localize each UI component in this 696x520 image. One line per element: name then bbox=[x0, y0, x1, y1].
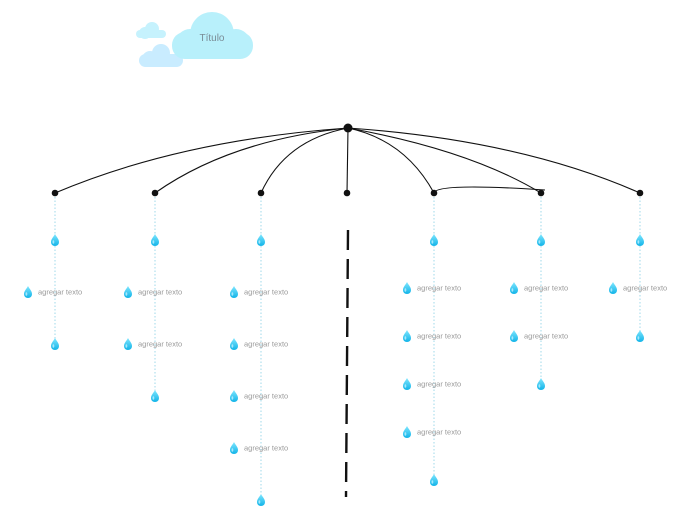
water-drop-icon bbox=[151, 390, 159, 402]
water-drop-icon bbox=[24, 286, 32, 298]
item-label[interactable]: agregar texto bbox=[417, 428, 461, 437]
canopy-rib-6 bbox=[347, 127, 542, 194]
water-drop-icon bbox=[510, 282, 518, 294]
item-label[interactable]: agregar texto bbox=[244, 340, 288, 349]
canopy-rib-2 bbox=[154, 127, 349, 194]
water-drop-icon bbox=[257, 234, 265, 246]
item-label[interactable]: agregar texto bbox=[244, 288, 288, 297]
branch-2: agregar texto agregar texto bbox=[124, 197, 182, 402]
water-drop-icon bbox=[230, 338, 238, 350]
canopy-rib-4 bbox=[346, 127, 349, 194]
item-label[interactable]: agregar texto bbox=[417, 380, 461, 389]
title-text[interactable]: Título bbox=[199, 33, 224, 44]
canopy-rib-1 bbox=[54, 127, 349, 194]
water-drop-icon bbox=[430, 234, 438, 246]
item-label[interactable]: agregar texto bbox=[38, 288, 82, 297]
water-drop-icon bbox=[151, 234, 159, 246]
water-drop-icon bbox=[257, 494, 265, 506]
item-label[interactable]: agregar texto bbox=[524, 332, 568, 341]
water-drop-icon bbox=[230, 442, 238, 454]
branch-node-7[interactable] bbox=[636, 189, 644, 197]
canopy-link bbox=[433, 186, 546, 194]
branch-node-3[interactable] bbox=[257, 189, 265, 197]
water-drop-icon bbox=[430, 474, 438, 486]
branch-node-6[interactable] bbox=[537, 189, 545, 197]
water-drop-icon bbox=[537, 234, 545, 246]
item-label[interactable]: agregar texto bbox=[138, 340, 182, 349]
item-label[interactable]: agregar texto bbox=[417, 332, 461, 341]
item-label[interactable]: agregar texto bbox=[138, 288, 182, 297]
item-label[interactable]: agregar texto bbox=[623, 284, 667, 293]
hub-node[interactable] bbox=[343, 123, 353, 133]
cloud-icon bbox=[136, 12, 253, 67]
item-label[interactable]: agregar texto bbox=[524, 284, 568, 293]
water-drop-icon bbox=[510, 330, 518, 342]
branch-node-5[interactable] bbox=[430, 189, 438, 197]
water-drop-icon bbox=[230, 390, 238, 402]
branch-6: agregar texto agregar texto bbox=[510, 197, 568, 390]
water-drop-icon bbox=[124, 286, 132, 298]
branch-1: agregar texto bbox=[24, 197, 82, 350]
branch-7: agregar texto bbox=[609, 197, 667, 342]
water-drop-icon bbox=[537, 378, 545, 390]
canopy-rib-3 bbox=[260, 127, 349, 194]
item-label[interactable]: agregar texto bbox=[244, 392, 288, 401]
water-drop-icon bbox=[636, 330, 644, 342]
branch-node-2[interactable] bbox=[151, 189, 159, 197]
water-drop-icon bbox=[230, 286, 238, 298]
branch-node-4[interactable] bbox=[343, 189, 351, 197]
canopy-rib-7 bbox=[347, 127, 641, 194]
umbrella-pole bbox=[344, 229, 350, 498]
water-drop-icon bbox=[403, 378, 411, 390]
branch-node-1[interactable] bbox=[51, 189, 59, 197]
water-drop-icon bbox=[609, 282, 617, 294]
branch-5: agregar texto agregar texto agregar texto a… bbox=[403, 197, 461, 486]
canopy bbox=[54, 127, 641, 194]
water-drop-icon bbox=[403, 426, 411, 438]
water-drop-icon bbox=[51, 338, 59, 350]
water-drop-icon bbox=[51, 234, 59, 246]
branch-3: agregar texto agregar texto agregar texto a… bbox=[230, 197, 288, 506]
water-drop-icon bbox=[403, 282, 411, 294]
item-label[interactable]: agregar texto bbox=[244, 444, 288, 453]
water-drop-icon bbox=[403, 330, 411, 342]
item-label[interactable]: agregar texto bbox=[417, 284, 461, 293]
water-drop-icon bbox=[636, 234, 644, 246]
canopy-rib-5 bbox=[347, 127, 435, 194]
water-drop-icon bbox=[124, 338, 132, 350]
